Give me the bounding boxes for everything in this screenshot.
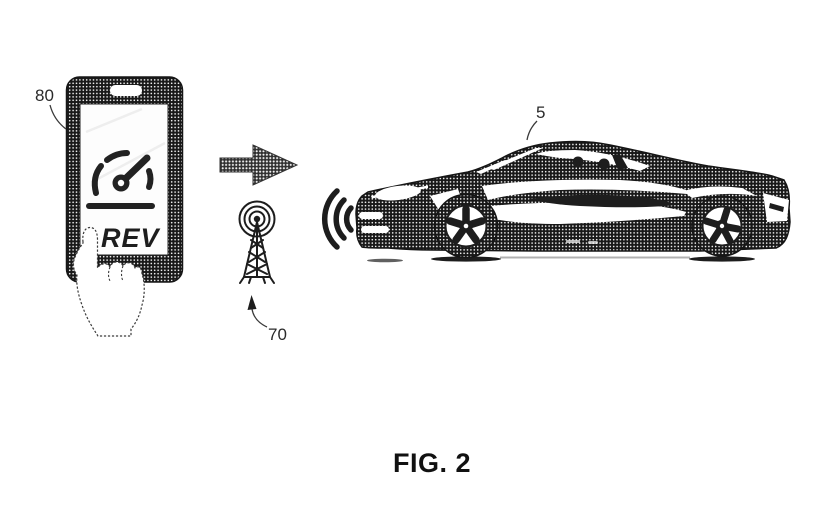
right-arrow-icon bbox=[219, 144, 299, 186]
figure-caption: FIG. 2 bbox=[393, 448, 471, 478]
car-highlights bbox=[359, 148, 789, 244]
tachometer-gauge-icon bbox=[91, 150, 154, 196]
leader-arrowhead-70 bbox=[247, 295, 257, 310]
screen-glare bbox=[85, 107, 166, 184]
phone-speaker bbox=[110, 85, 142, 96]
smartphone: REV 80 bbox=[35, 76, 184, 337]
wave-arc-outer bbox=[322, 188, 340, 250]
ref-label-80: 80 bbox=[35, 86, 54, 105]
front-wheel bbox=[433, 193, 499, 259]
rear-wheel bbox=[691, 195, 753, 257]
radio-tower-icon bbox=[238, 200, 276, 284]
car-details bbox=[528, 154, 784, 212]
ref-label-70: 70 bbox=[268, 325, 287, 344]
leader-arrow-70 bbox=[251, 308, 268, 328]
ground-shadow bbox=[367, 256, 755, 263]
leader-line-5 bbox=[526, 120, 538, 141]
transmitter: 70 bbox=[238, 200, 287, 344]
sound-waves-icon bbox=[322, 188, 354, 250]
ref-label-5: 5 bbox=[536, 103, 545, 122]
leader-line-80 bbox=[49, 104, 67, 130]
wave-arc-inner bbox=[343, 205, 354, 233]
wave-arc-middle bbox=[333, 197, 347, 241]
hand-touch-icon bbox=[72, 226, 145, 337]
vehicle: 5 bbox=[355, 103, 791, 263]
rev-button-label[interactable]: REV bbox=[101, 223, 161, 253]
